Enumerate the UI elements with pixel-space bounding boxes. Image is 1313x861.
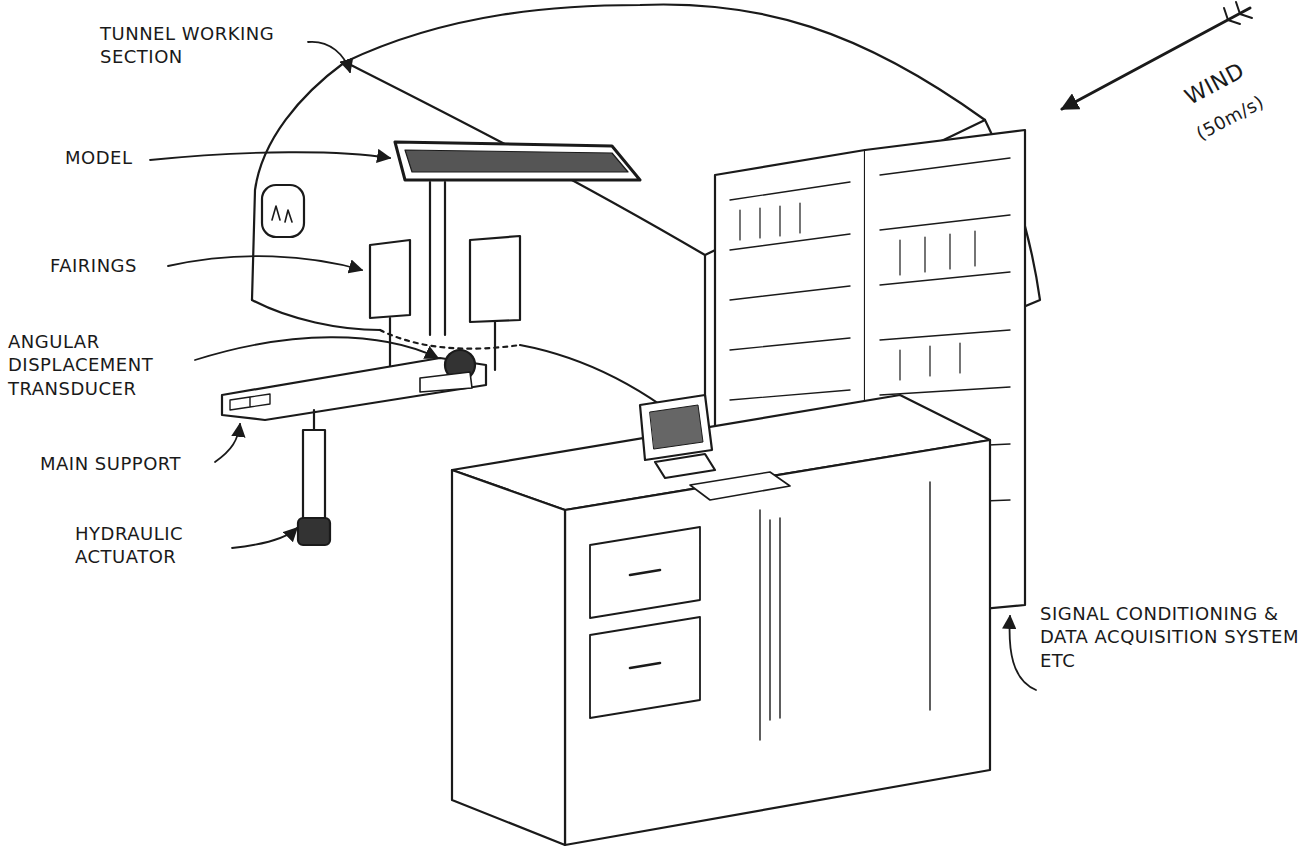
actuator-rod <box>313 410 315 430</box>
part-label: HYDRAULIC ACTUATOR <box>75 522 230 569</box>
part-label: TUNNEL WORKING SECTION <box>100 22 305 69</box>
window-sketch <box>272 206 292 222</box>
fairing <box>470 236 520 322</box>
part-label: MAIN SUPPORT <box>40 452 215 475</box>
part-label: FAIRINGS <box>50 254 170 277</box>
arrow-fletching <box>1224 2 1252 24</box>
leader-line <box>232 528 297 548</box>
desk-end <box>452 470 565 845</box>
rack-unit <box>740 203 975 380</box>
transducer-mount <box>420 372 472 392</box>
desk-kneehole <box>760 482 930 740</box>
fairing <box>370 240 410 318</box>
support-detail <box>230 394 270 410</box>
desk-drawer <box>590 527 700 718</box>
leader-line <box>168 256 362 270</box>
actuator-base <box>298 518 330 545</box>
leader-line <box>150 152 390 160</box>
tunnel-floor-opening <box>380 330 520 349</box>
keyboard <box>690 472 790 500</box>
monitor <box>640 395 712 460</box>
monitor-base <box>655 454 715 478</box>
hydraulic-actuator <box>303 430 325 518</box>
sting <box>430 182 445 335</box>
part-label: ANGULAR DISPLACEMENT TRANSDUCER <box>8 330 193 400</box>
model-surface <box>405 150 628 172</box>
drawer-handle <box>630 570 660 668</box>
monitor-screen <box>650 405 703 449</box>
leader-line <box>1010 616 1036 690</box>
part-label: SIGNAL CONDITIONING & DATA ACQUISITION S… <box>1040 602 1305 672</box>
leader-line <box>195 337 438 360</box>
part-label: MODEL <box>65 146 155 169</box>
model-plate <box>395 142 640 180</box>
leader-line <box>215 424 240 462</box>
desk-front <box>565 440 990 845</box>
window <box>262 185 304 237</box>
leader-line <box>308 42 350 72</box>
